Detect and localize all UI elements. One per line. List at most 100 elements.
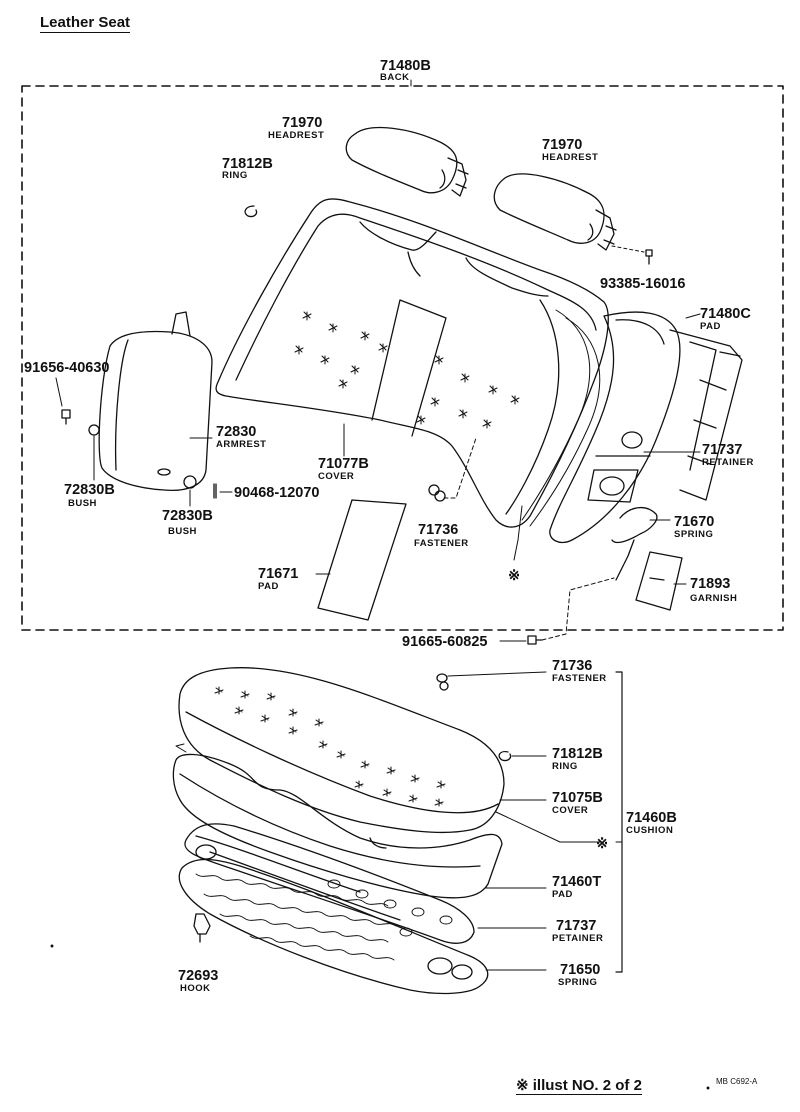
ring-top-name: RING	[222, 170, 248, 181]
seat-back-pad-shape	[549, 311, 743, 544]
illustration-code: MB C692-A	[716, 1077, 758, 1086]
retainer-back-name: RETAINER	[702, 457, 754, 468]
screw-91665-num: 91665-60825	[402, 634, 487, 650]
label-garnish: 71893 GARNISH	[690, 576, 737, 604]
pad-71671-num: 71671	[258, 566, 298, 582]
label-armrest: 72830 ARMREST	[216, 424, 266, 450]
bush-1-num: 72830B	[64, 482, 115, 498]
label-screw-91656: 91656-40630	[24, 360, 109, 376]
screw-91656-shape	[55, 377, 71, 425]
label-pad-71671: 71671 PAD	[258, 566, 298, 592]
cushion-retainer-shape	[184, 823, 547, 944]
cover-cush-name: COVER	[552, 805, 588, 816]
fastener-cush-name: FASTENER	[552, 673, 607, 684]
spring-cush-num: 71650	[560, 962, 600, 978]
ring-cush-shape	[498, 750, 512, 762]
back-name: BACK	[380, 72, 409, 83]
spring-cush-name: SPRING	[558, 977, 597, 988]
bush-2-name: BUSH	[168, 526, 197, 537]
armrest-shape	[98, 311, 213, 492]
bush-1-name: BUSH	[68, 498, 97, 509]
cushion-cover-shape	[178, 667, 547, 834]
pin-90468-shape	[213, 483, 233, 499]
label-fastener-back: 71736 FASTENER	[414, 522, 469, 549]
garnish-num: 71893	[690, 576, 730, 592]
cover-cush-num: 71075B	[552, 790, 603, 806]
spring-back-num: 71670	[674, 514, 714, 530]
cushion-num: 71460B	[626, 810, 677, 826]
label-headrest-right: 71970 HEADREST	[542, 137, 598, 163]
mark-symbol-back: ※	[508, 568, 520, 584]
pad-71480c-name: PAD	[700, 321, 721, 332]
label-retainer-back: 71737 RETAINER	[702, 442, 754, 468]
label-retainer-cush: 71737 PETAINER	[552, 918, 603, 944]
fastener-back-num: 71736	[418, 522, 458, 538]
spring-back-name: SPRING	[674, 529, 713, 540]
garnish-shape	[635, 551, 687, 611]
label-bush-1: 72830B BUSH	[64, 482, 115, 509]
retainer-cush-name: PETAINER	[552, 933, 603, 944]
ring-top-shape	[244, 205, 258, 218]
pad-cush-num: 71460T	[552, 874, 601, 890]
page-title: Leather Seat	[40, 14, 131, 33]
ring-cush-name: RING	[552, 761, 578, 772]
armrest-name: ARMREST	[216, 439, 266, 450]
garnish-name: GARNISH	[690, 593, 737, 604]
pad-cush-name: PAD	[552, 889, 573, 900]
fastener-cush-shape	[436, 671, 547, 691]
headrest-right-num: 71970	[542, 137, 582, 153]
pin-90468-num: 90468-12070	[234, 485, 319, 501]
mark-symbol-cush: ※	[596, 836, 608, 852]
seat-back-shape	[215, 198, 609, 528]
screw-91665-shape	[499, 577, 615, 645]
cover-back-num: 71077B	[318, 456, 369, 472]
headrest-right-shape	[493, 173, 617, 251]
headrest-left-name: HEADREST	[268, 130, 324, 141]
label-ring-top: 71812B RING	[222, 156, 273, 181]
ring-cush-num: 71812B	[552, 746, 603, 762]
pad-71480c-num: 71480C	[700, 306, 751, 322]
cushion-pad-shape	[172, 753, 547, 899]
label-headrest-left: 71970 HEADREST	[268, 115, 324, 141]
label-hook: 72693 HOOK	[178, 968, 218, 994]
retainer-back-num: 71737	[702, 442, 742, 458]
label-ring-cush: 71812B RING	[552, 746, 603, 772]
pad-71671-name: PAD	[258, 581, 279, 592]
label-screw-93385: 93385-16016	[600, 276, 685, 292]
illustration-number: ※ illust NO. 2 of 2	[516, 1077, 642, 1095]
label-bush-2: 72830B BUSH	[162, 508, 213, 537]
label-cushion: 71460B CUSHION	[626, 810, 677, 836]
label-pad-cush: 71460T PAD	[552, 874, 601, 900]
hook-num: 72693	[178, 968, 218, 984]
label-spring-cush: 71650 SPRING	[558, 962, 600, 988]
hook-shape	[193, 913, 211, 943]
label-fastener-cush: 71736 FASTENER	[552, 658, 607, 684]
label-cover-back: 71077B COVER	[318, 456, 369, 482]
screw-93385-num: 93385-16016	[600, 276, 685, 292]
label-back: 71480B BACK	[380, 58, 431, 83]
pad-71671-shape	[315, 499, 407, 621]
headrest-right-name: HEADREST	[542, 152, 598, 163]
label-screw-91665: 91665-60825	[402, 634, 487, 650]
label-pin-90468: 90468-12070	[234, 485, 319, 501]
label-spring-back: 71670 SPRING	[674, 514, 714, 540]
bush-1-shape	[88, 424, 100, 481]
retainer-cush-num: 71737	[556, 918, 596, 934]
headrest-left-shape	[345, 126, 469, 197]
bush-2-shape	[183, 475, 197, 507]
cushion-bracket	[615, 671, 623, 973]
label-pad-71480c: 71480C PAD	[700, 306, 751, 332]
fastener-cush-num: 71736	[552, 658, 592, 674]
ring-top-num: 71812B	[222, 156, 273, 172]
cushion-spring-shape	[178, 844, 547, 995]
armrest-num: 72830	[216, 424, 256, 440]
label-cover-cush: 71075B COVER	[552, 790, 603, 816]
fastener-back-name: FASTENER	[414, 538, 469, 549]
back-num: 71480B	[380, 58, 431, 74]
fastener-back-shape	[428, 437, 477, 502]
headrest-left-num: 71970	[282, 115, 322, 131]
bush-2-num: 72830B	[162, 508, 213, 524]
cover-back-name: COVER	[318, 471, 354, 482]
screw-91656-num: 91656-40630	[24, 360, 109, 376]
